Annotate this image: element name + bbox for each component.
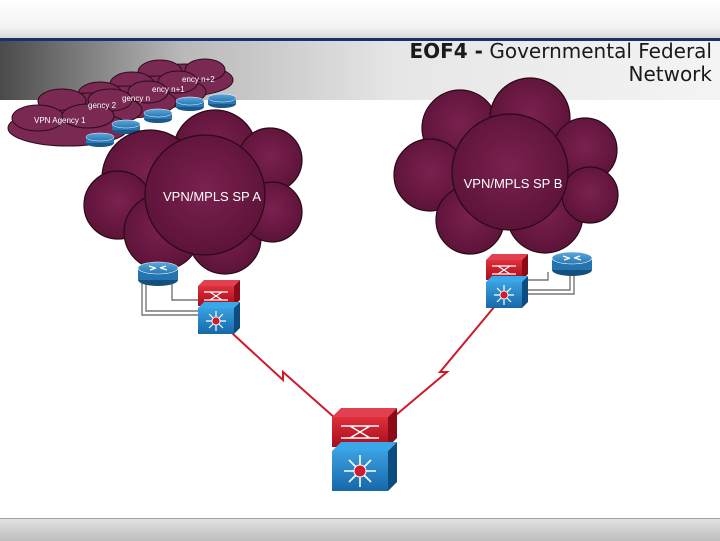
multilayer-switch-icon: [198, 280, 240, 334]
slide-title-rest: Governmental Federal Network: [489, 39, 712, 86]
cloud-sp-a: [83, 109, 303, 275]
wan-link-left: [219, 321, 336, 419]
router-icon: [85, 132, 115, 147]
cable-a-2: [145, 283, 200, 312]
top-band: [0, 0, 720, 38]
cable-b-2: [520, 272, 575, 295]
cable-a-3: [171, 280, 200, 301]
agency-labels: ency n+2 ency n+1 gency n gency 2 VPN Ag…: [34, 75, 215, 125]
agency-label-n1: ency n+1: [152, 85, 185, 94]
wan-link-right: [389, 299, 501, 421]
cloud-sp-b: [393, 77, 619, 255]
agency-label-n2: ency n+2: [182, 75, 215, 84]
footer-bar: [0, 518, 720, 541]
agency-label-1: VPN Agency 1: [34, 116, 86, 125]
router-icon: [207, 93, 237, 108]
cloud-label-sp-a: VPN/MPLS SP A: [163, 189, 261, 204]
router-icon: [143, 108, 173, 123]
wan-links: [219, 299, 501, 421]
cable-b-1: [520, 272, 571, 291]
slide-title-bold: EOF4 -: [409, 39, 483, 63]
agency-label-n: gency n: [122, 94, 150, 103]
router-icon: [551, 251, 593, 276]
agency-routers: [85, 93, 237, 147]
agency-label-2: gency 2: [88, 101, 117, 110]
cable-a-1: [141, 283, 200, 316]
router-icon: [175, 96, 205, 111]
title-bar-stripe: [0, 38, 720, 41]
router-icon: [111, 119, 141, 134]
multilayer-switch-icon: [486, 254, 528, 308]
cable-b-3: [520, 272, 549, 281]
multilayer-switch-icon: [332, 408, 397, 491]
access-cabling: [141, 272, 575, 316]
slide-title: EOF4 - Governmental Federal Network: [382, 40, 712, 86]
agency-clouds: [7, 58, 234, 147]
router-icon: [137, 261, 179, 286]
cloud-label-sp-b: VPN/MPLS SP B: [464, 176, 563, 191]
